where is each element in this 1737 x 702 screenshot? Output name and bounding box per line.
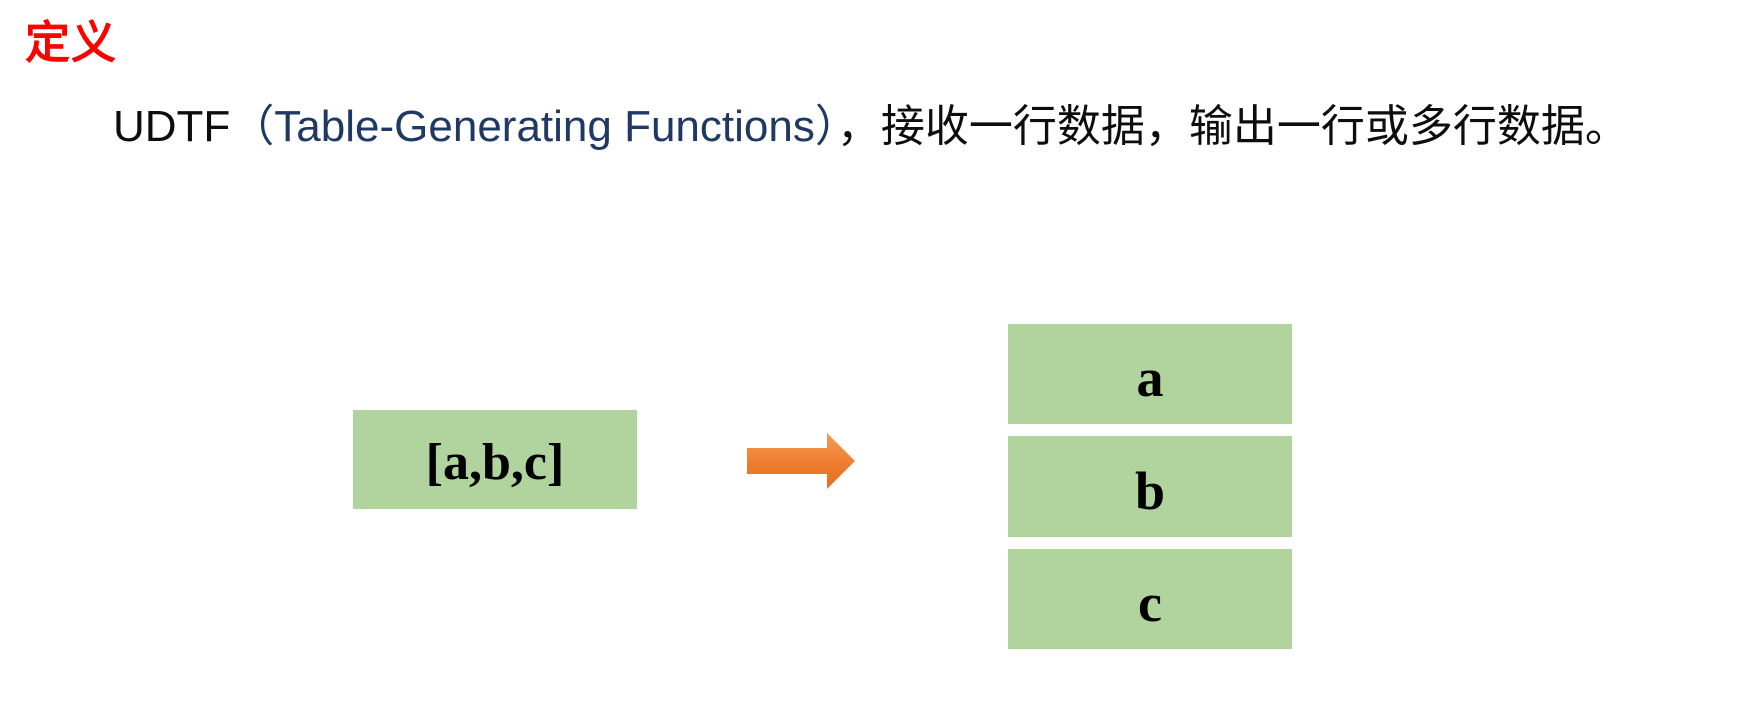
definition-prefix: UDTF (113, 102, 231, 151)
output-box-label: a (1136, 348, 1164, 408)
input-box: [a,b,c] (353, 410, 637, 509)
definition-suffix: ，接收一行数据，输出一行或多行数据。 (836, 102, 1629, 151)
right-arrow-icon (747, 433, 855, 489)
definition-english-term: （Table-Generating Functions） (230, 102, 837, 151)
output-box: a (1008, 324, 1292, 424)
output-box-label: c (1138, 573, 1162, 633)
page-title: 定义 (25, 17, 118, 68)
output-box-label: b (1134, 460, 1166, 521)
output-box: b (1008, 436, 1292, 537)
input-box-label: [a,b,c] (425, 434, 565, 491)
output-box: c (1008, 549, 1292, 649)
definition-text: UDTF（Table-Generating Functions），接收一行数据，… (113, 98, 1629, 155)
